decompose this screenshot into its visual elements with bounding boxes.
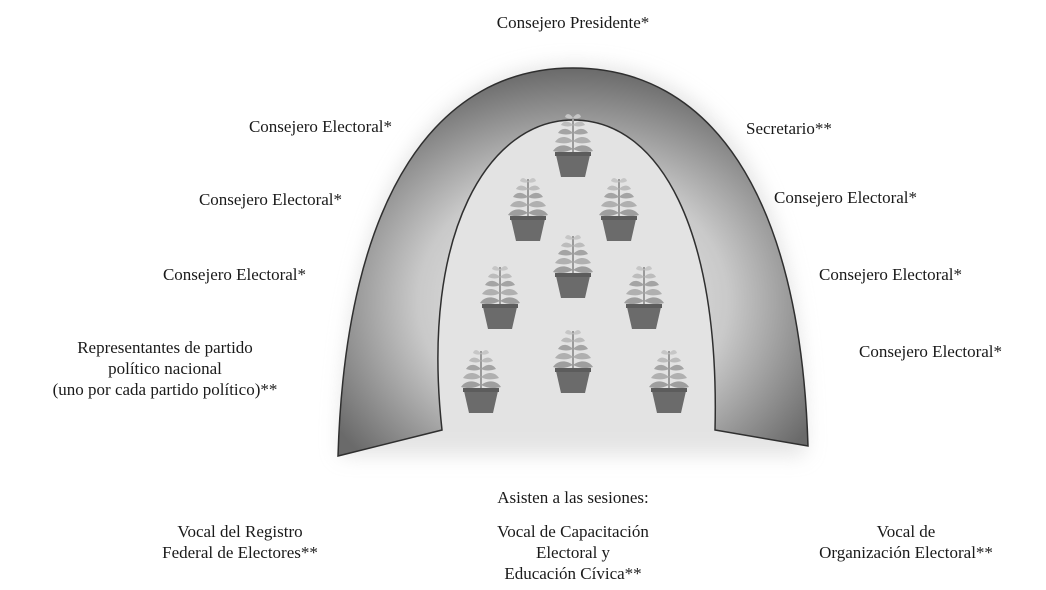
horseshoe-table [337, 67, 809, 457]
label-secretario: Secretario** [746, 119, 832, 138]
label-vocal-capacitacion: Vocal de Capacitación Electoral y Educac… [497, 522, 649, 583]
label-consejero-electoral-right-2: Consejero Electoral* [819, 265, 963, 284]
label-consejero-electoral-left-3: Consejero Electoral* [162, 265, 306, 284]
label-consejero-electoral-right-3: Consejero Electoral* [859, 342, 1003, 361]
label-consejero-electoral-left-2: Consejero Electoral* [198, 190, 342, 209]
label-consejero-electoral-left-1: Consejero Electoral* [248, 117, 392, 136]
label-vocal-registro: Vocal del Registro Federal de Electores*… [162, 522, 318, 562]
label-representantes-partido: Representantes de partido político nacio… [52, 338, 278, 399]
label-asisten-sesiones: Asisten a las sesiones: [497, 488, 649, 507]
label-vocal-organizacion: Vocal de Organización Electoral** [819, 522, 993, 562]
label-consejero-electoral-right-1: Consejero Electoral* [774, 188, 918, 207]
label-consejero-presidente: Consejero Presidente* [496, 13, 650, 32]
